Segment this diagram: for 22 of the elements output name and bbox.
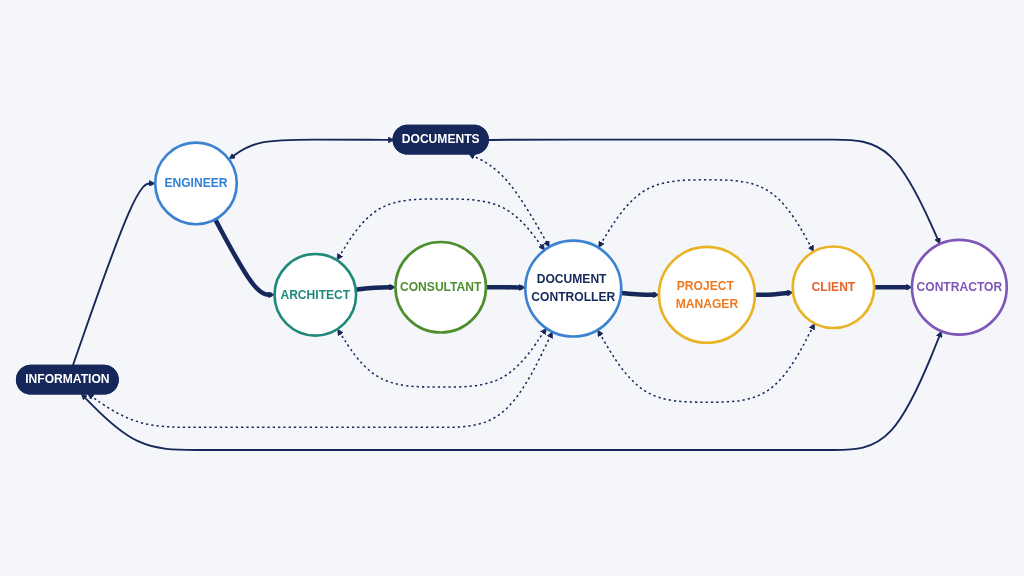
arrow <box>81 330 943 451</box>
arrow <box>87 331 553 429</box>
arrow <box>874 283 913 291</box>
arrow <box>355 283 396 292</box>
node-circle: DOCUMENT CONTROLLER <box>524 239 623 338</box>
node-circle: CONSULTANT <box>394 240 488 334</box>
arrow <box>468 153 550 248</box>
node-circle: CONTRACTOR <box>910 238 1009 336</box>
arrow <box>336 198 545 261</box>
arrow <box>213 218 275 299</box>
arrow <box>487 138 941 245</box>
arrow <box>597 323 815 403</box>
node-circle: PROJECT MANAGER <box>657 245 757 345</box>
arrow <box>337 328 547 388</box>
arrow <box>485 284 526 291</box>
arrow <box>620 290 660 299</box>
arrow <box>754 289 794 298</box>
arrow <box>228 136 395 160</box>
arrow <box>598 179 814 252</box>
node-circle: CLIENT <box>791 245 876 330</box>
node-circle: ARCHITECT <box>273 252 358 337</box>
node-circle: ENGINEER <box>153 141 239 226</box>
